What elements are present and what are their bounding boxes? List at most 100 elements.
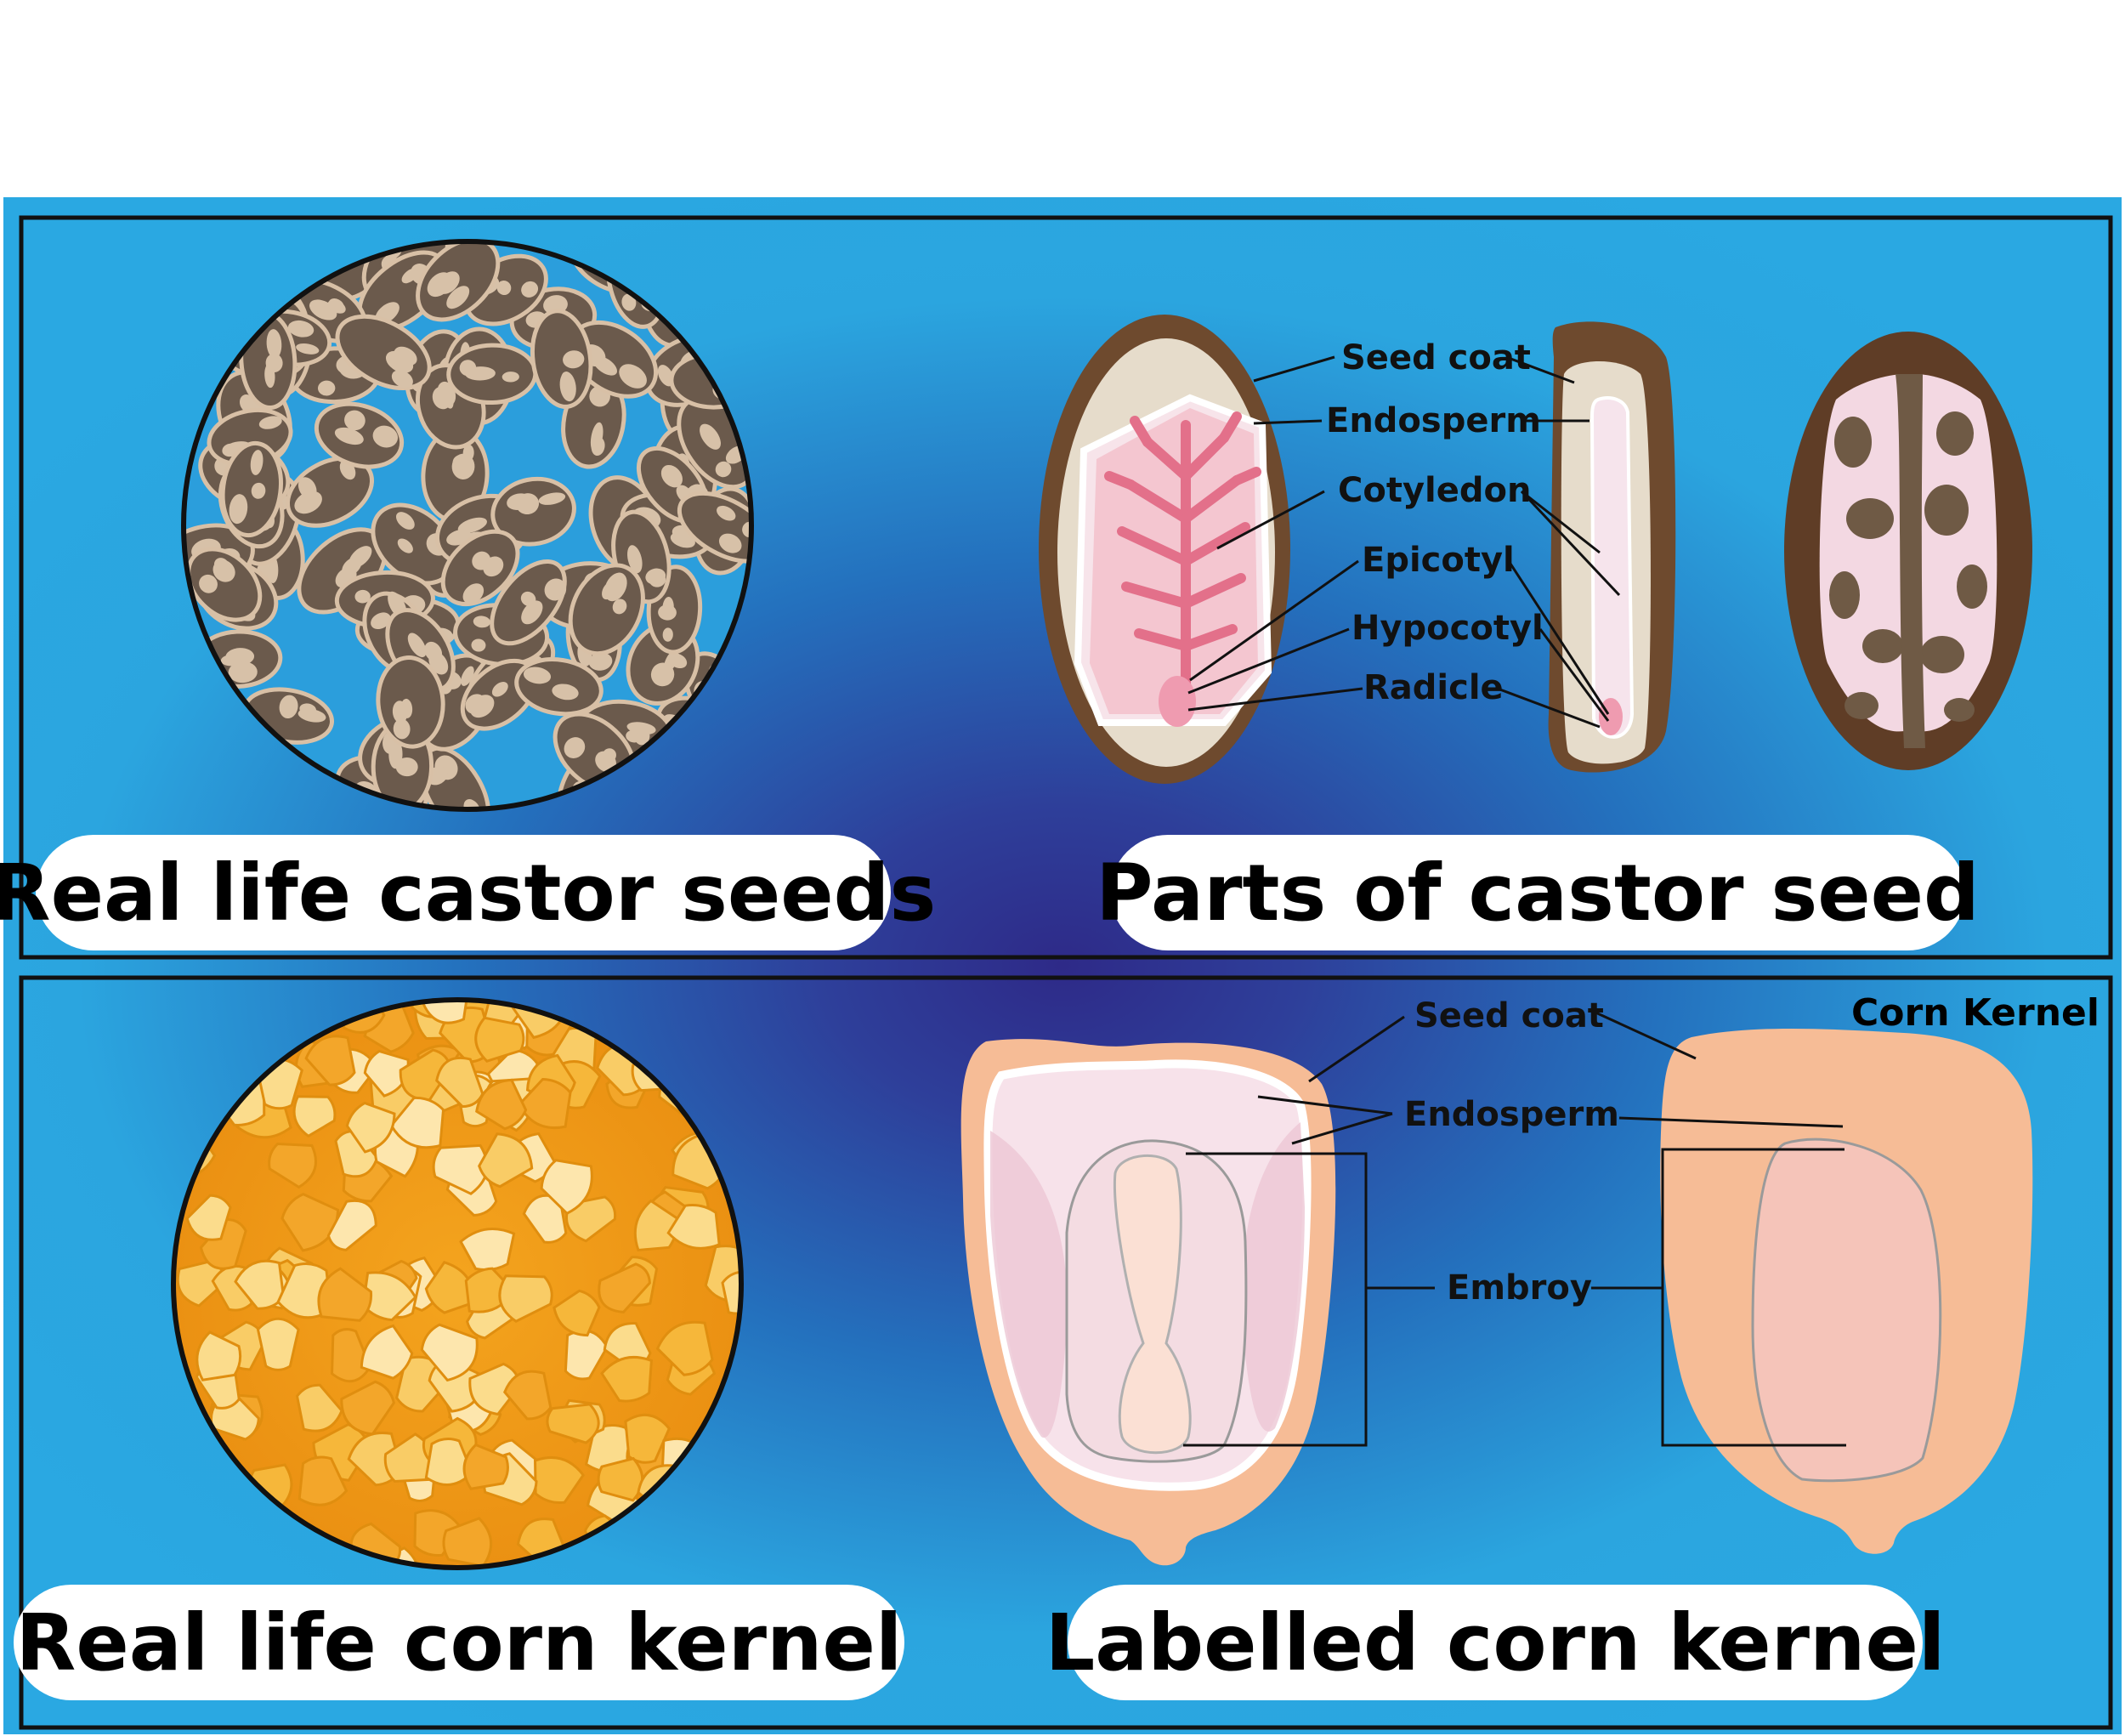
corn-kernel-section	[960, 1039, 1336, 1566]
corn-kernel-shape	[200, 1024, 254, 1073]
bottom-panel-border	[19, 975, 2113, 1730]
corn-kernel-shape	[256, 1317, 300, 1371]
corn-kernel-shape	[676, 1000, 731, 1051]
corn-embryo-label: Embroy	[1447, 1268, 1592, 1308]
top-panel-border	[19, 215, 2113, 960]
castor-hypocotyl-label: Hypocotyl	[1352, 609, 1544, 648]
corn-kernel-shape	[655, 1320, 714, 1376]
corn-kernel-shape	[295, 1383, 343, 1432]
corn-kernel-shape	[268, 1142, 317, 1189]
corn-kernel-shape	[546, 1403, 600, 1444]
corn-kernel-shape	[292, 1095, 337, 1138]
castor-seed-shape	[673, 761, 751, 809]
corn-labelled-title: Labelled corn kernel	[1046, 1585, 1945, 1700]
castor-seed-shape	[416, 241, 501, 322]
castor-seed-shape	[314, 401, 405, 469]
corn-kernel-shape	[173, 1425, 199, 1472]
corn-kernel-shape	[600, 1355, 654, 1403]
corn-kernel-shape	[462, 1443, 509, 1490]
corn-kernel-shape	[687, 1038, 741, 1094]
castor-seed-shape	[184, 241, 267, 289]
corn-kernel-shape	[502, 1370, 552, 1421]
corn-kernel-shape	[304, 1035, 356, 1086]
castor-seed-shape	[530, 309, 593, 409]
corn-kernel-shape	[173, 1438, 206, 1493]
corn-endosperm-label: Endosperm	[1404, 1095, 1619, 1134]
corn-kernel-shape	[597, 1456, 644, 1502]
corn-kernel-shape	[710, 1055, 741, 1099]
castor-seed-shape	[490, 559, 567, 646]
corn-kernel-shape	[298, 1455, 348, 1506]
corn-kernel-shape	[173, 1501, 201, 1560]
corn-kernel-shape	[717, 1444, 741, 1499]
corn-kernel-shape	[565, 1195, 617, 1243]
corn-kernel-shape	[498, 1274, 553, 1323]
corn-kernel-shape	[345, 1101, 396, 1154]
corn-kernel-shape	[709, 1476, 741, 1532]
castor-real-title: Real life castor seeds	[0, 835, 936, 950]
corn-kernel-shape	[389, 1096, 445, 1149]
castor-seed-shape	[376, 655, 445, 749]
corn-seed-coat-label: Seed coat	[1414, 996, 1604, 1035]
corn-kernel-shape	[196, 1330, 242, 1381]
castor-seed-shape	[641, 257, 705, 348]
corn-kernel-shape	[633, 1199, 678, 1252]
castor-seed-shape	[568, 563, 645, 656]
corn-kernel-shape	[522, 1194, 568, 1244]
corn-kernel-shape	[183, 1042, 236, 1100]
corn-kernel-shape	[688, 1064, 739, 1117]
corn-kernel-shape	[684, 1523, 741, 1568]
corn-kernel-shape	[442, 1517, 493, 1568]
corn-kernel-shape	[475, 1078, 528, 1131]
corn-kernel-shape	[660, 1034, 706, 1084]
corn-kernel-shape	[474, 1016, 525, 1063]
corn-kernel-shape	[173, 1062, 212, 1107]
castor-cotyledon-label: Cotyledon	[1338, 471, 1531, 510]
castor-seed-shape	[440, 529, 520, 607]
corn-kernel-shape	[695, 1485, 741, 1534]
castor-seed-shape	[207, 241, 271, 286]
corn-kernel-shape	[717, 1061, 741, 1118]
corn-kernel-whole	[1660, 1029, 2033, 1554]
cotyledon-veins	[1104, 411, 1261, 702]
castor-parts-title: Parts of castor seed	[1096, 835, 1980, 950]
castor-seed-shape	[335, 314, 432, 390]
corn-real-title: Real life corn kernel	[14, 1585, 904, 1700]
corn-kernel-shape	[206, 1013, 256, 1064]
corn-kernel-shape	[225, 1000, 278, 1023]
corn-kernel-shape	[253, 1513, 302, 1563]
corn-kernel-shape	[421, 1000, 471, 1024]
corn-kernel-title: Corn Kernel	[1851, 991, 2100, 1035]
castor-seed-shape	[186, 547, 263, 622]
corn-kernel-shape	[190, 1000, 240, 1024]
corn-leader-lines	[1183, 1010, 1846, 1447]
corn-kernel-shape	[598, 1262, 651, 1313]
corn-kernel-shape	[540, 1159, 593, 1216]
corn-kernel-shape	[713, 1073, 741, 1119]
castor-seed-coat-label: Seed coat	[1341, 338, 1531, 377]
castor-radicle-label: Radicle	[1363, 668, 1504, 707]
corn-kernel-shape	[673, 1047, 719, 1097]
corn-kernel-shape	[666, 1204, 721, 1250]
castor-seed-side-section	[1548, 321, 1676, 773]
castor-epicotyl-label: Epicotyl	[1362, 541, 1515, 580]
corn-kernel-shape	[424, 1437, 473, 1487]
corn-kernel-shape	[683, 1508, 732, 1561]
corn-kernel-shape	[552, 1289, 601, 1337]
corn-kernel-shape	[361, 1271, 417, 1322]
castor-seed-shape	[569, 320, 659, 399]
castor-seed-shape	[460, 658, 538, 731]
corn-kernel-shape	[234, 1259, 286, 1310]
corn-kernel-shape	[360, 1324, 414, 1380]
castor-seed-shape	[371, 502, 456, 586]
corn-kernel-shape	[424, 1261, 477, 1314]
castor-seed-whole	[1784, 332, 2032, 770]
corn-kernel-shape	[185, 1194, 232, 1241]
corn-kernel-shape	[340, 1380, 396, 1436]
castor-seed-section	[1039, 315, 1290, 784]
castor-seed-shape	[514, 657, 604, 717]
corn-kernel-shape	[478, 1132, 534, 1189]
corn-kernel-shape	[706, 1011, 741, 1060]
corn-kernel-photo	[171, 997, 744, 1570]
